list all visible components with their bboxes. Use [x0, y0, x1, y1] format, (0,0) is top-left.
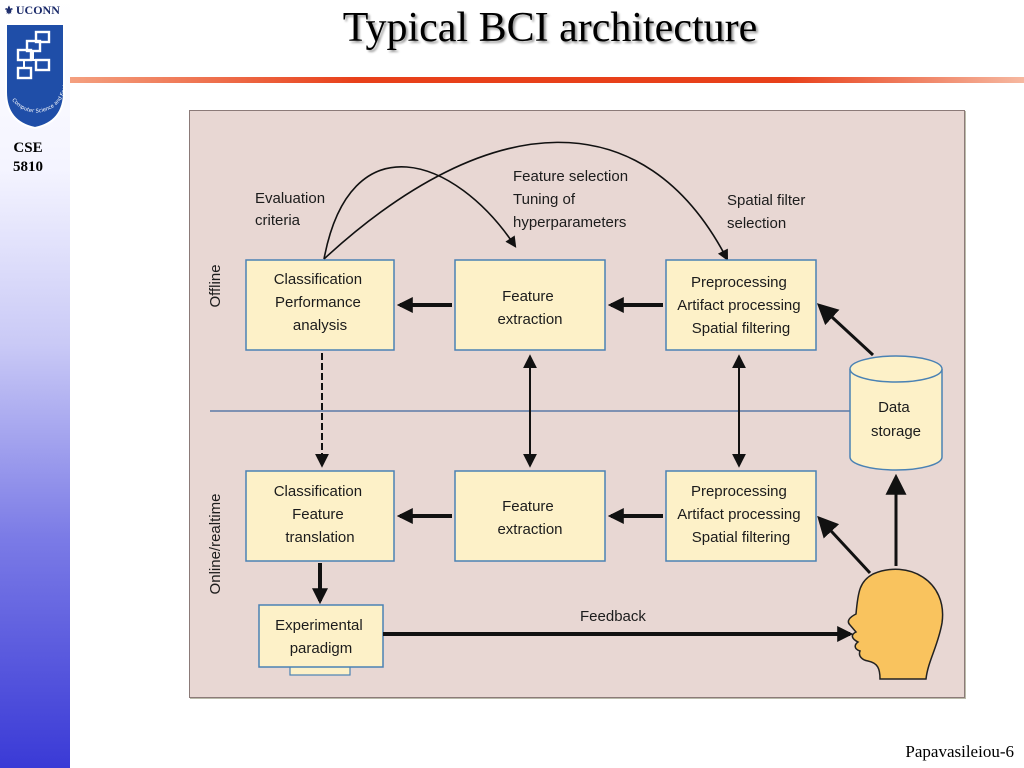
label-evaluation-criteria: Evaluation criteria [255, 190, 329, 229]
course-code: CSE 5810 [0, 139, 56, 177]
arrow-eval-to-feature [323, 166, 517, 260]
box-offline-preprocessing: Preprocessing Artifact processing Spatia… [665, 259, 817, 351]
arrow-storage-to-offline-preprocessing [816, 303, 875, 357]
label-feedback: Feedback [580, 608, 646, 625]
cse-logo: Computer Science and Engineering [0, 18, 72, 135]
section-offline-label: Offline [207, 264, 224, 307]
uconn-label: ⚜UCONN [4, 3, 70, 18]
svg-text:Classification Feature: Classification Feature translation [274, 483, 367, 546]
svg-text:Feature extraction: Feature extraction [497, 288, 562, 328]
section-online-label: Online/realtime [207, 494, 224, 595]
label-feature-selection: Feature selection Tuning of hyperparamet… [513, 168, 632, 231]
box-offline-feature-extraction: Feature extraction [454, 259, 606, 351]
user-head-icon [847, 568, 944, 680]
data-storage-cylinder: Data storage [849, 355, 943, 471]
box-experimental-paradigm: Experimental paradigm [258, 604, 384, 676]
course-number: 5810 [13, 159, 43, 175]
bci-architecture-diagram: Offline Online/realtime Evaluation crite… [189, 110, 965, 698]
page-title: Typical BCI architecture [342, 5, 758, 51]
svg-text:Preprocessing Artifact: Preprocessing Artifact processing Spatia… [677, 274, 805, 337]
box-online-preprocessing: Preprocessing Artifact processing Spatia… [665, 470, 817, 562]
svg-text:Experimental paradigm: Experimental paradigm [275, 617, 367, 657]
course-prefix: CSE [13, 140, 43, 156]
svg-text:Data storage: Data storage [871, 399, 921, 440]
label-spatial-filter-selection: Spatial filter selection [727, 192, 810, 232]
arrow-head-to-online-preprocessing [817, 515, 872, 575]
svg-text:Classification Perform: Classification Performance analysis [274, 271, 367, 334]
box-online-feature-extraction: Feature extraction [454, 470, 606, 562]
crest-icon: ⚜ [4, 5, 14, 17]
box-offline-classification: Classification Performance analysis [245, 259, 395, 351]
svg-text:Feature extraction: Feature extraction [497, 498, 562, 538]
svg-text:Preprocessing Artifact: Preprocessing Artifact processing Spatia… [677, 483, 805, 546]
title-rule [70, 77, 1024, 83]
slide-footer: Papavasileiou-6 [905, 742, 1014, 761]
institution-name: UCONN [15, 3, 60, 17]
diagram-canvas: Offline Online/realtime Evaluation crite… [207, 141, 944, 680]
arrow-eval-to-preprocessing [323, 141, 729, 261]
box-online-classification: Classification Feature translation [245, 470, 395, 562]
